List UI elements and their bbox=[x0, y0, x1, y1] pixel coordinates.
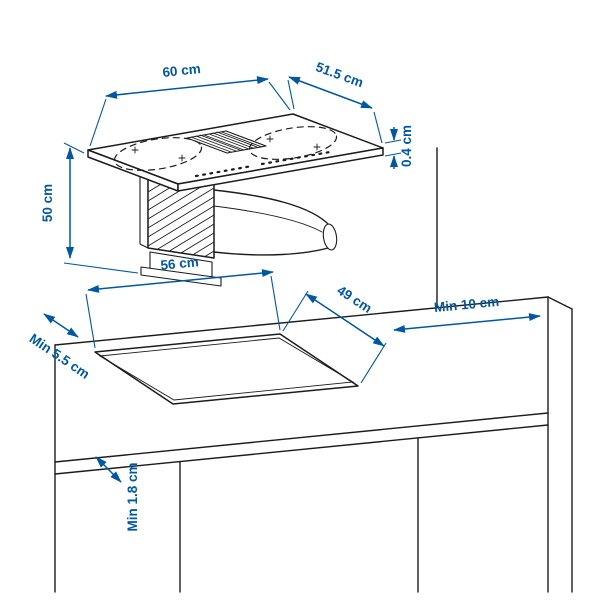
dim-label-clearance-right: Min 10 cm bbox=[433, 294, 499, 315]
dim-label-clearance-front: Min 5.5 cm bbox=[27, 331, 93, 382]
dim-hob-width: 60 cm bbox=[89, 61, 291, 147]
dim-label-cutout-depth: 49 cm bbox=[334, 283, 374, 316]
dim-label-unit-height: 50 cm bbox=[40, 184, 55, 222]
cooking-zone-left bbox=[113, 137, 203, 171]
dim-label-hob-width: 60 cm bbox=[162, 61, 202, 80]
dim-label-worktop-thickness: Min 1.8 cm bbox=[125, 462, 140, 531]
dim-cutout-width: 56 cm bbox=[85, 254, 281, 349]
cabinet-fronts bbox=[54, 437, 419, 593]
worktop-cutout bbox=[94, 333, 359, 405]
cutout-outer-edge bbox=[94, 333, 359, 405]
duct bbox=[213, 189, 338, 256]
dim-unit-height: 50 cm bbox=[40, 142, 139, 274]
dim-hob-thickness: 0.4 cm bbox=[384, 125, 414, 169]
side-panel bbox=[547, 296, 573, 593]
hob-edge-right bbox=[177, 147, 384, 192]
cooking-zone-right bbox=[248, 126, 338, 160]
worktop bbox=[54, 296, 549, 475]
control-dots bbox=[194, 150, 332, 178]
dim-label-hob-thickness: 0.4 cm bbox=[399, 125, 414, 167]
zone-marker-left bbox=[131, 146, 186, 162]
cutout-inner-edge bbox=[98, 337, 355, 401]
dim-clearance-front: Min 5.5 cm bbox=[27, 313, 93, 382]
kitchen-scene bbox=[54, 147, 573, 593]
vent-grille bbox=[186, 130, 267, 154]
dim-label-hob-depth: 51.5 cm bbox=[314, 59, 366, 90]
zone-marker-right bbox=[266, 135, 321, 151]
duct-outlet bbox=[322, 223, 338, 251]
dim-label-cutout-width: 56 cm bbox=[160, 254, 200, 273]
dim-worktop-thickness: Min 1.8 cm bbox=[95, 456, 140, 532]
hob-unit bbox=[87, 113, 384, 192]
dim-clearance-right: Min 10 cm bbox=[393, 294, 541, 333]
